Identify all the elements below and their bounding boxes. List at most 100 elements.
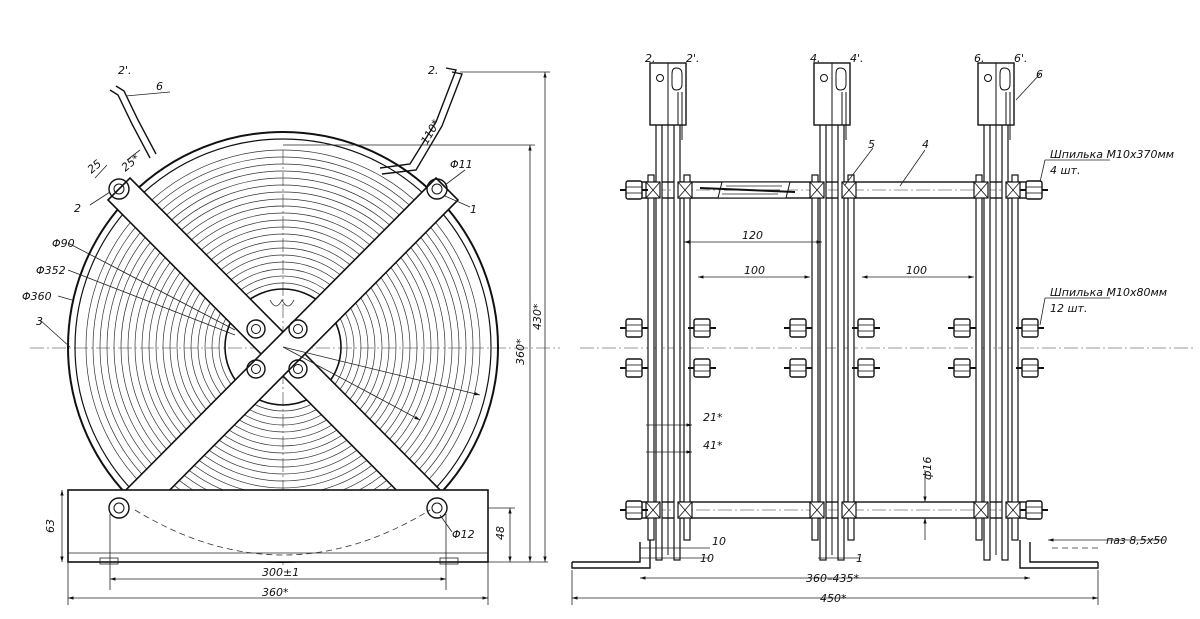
- label-dia-352: Φ352: [36, 264, 66, 277]
- hidden-coil-outline: [134, 509, 431, 556]
- label-lead-2: 2.: [428, 64, 439, 77]
- label-dim-430: 430*: [531, 303, 544, 330]
- terminal-lug-3: [977, 62, 1015, 140]
- bolt-bottom-left: [108, 497, 130, 519]
- bolt-bottom-right: [426, 497, 448, 519]
- label-lead-2prime: 2'.: [118, 64, 132, 77]
- label-dim-300: 300±1: [262, 566, 299, 579]
- stud-nuts: [620, 180, 1048, 520]
- coil-plate: [975, 174, 983, 541]
- coil-winding-ring: [190, 254, 376, 440]
- coil-inner-lead: [269, 299, 295, 307]
- label-dim-41: 41*: [703, 439, 723, 452]
- coil-winding-ring: [141, 205, 425, 489]
- bolt-top-right: [426, 178, 448, 200]
- label-dia-90: Φ90: [52, 237, 75, 250]
- long-stud-nut-left: [620, 500, 648, 520]
- side-view: 2. 2'. 4. 4'. 6. 6'. 6 5 4 Шпилька М10х3…: [571, 52, 1195, 605]
- label-dim-25a: 25: [85, 157, 104, 176]
- short-stud-nut: [852, 318, 880, 338]
- label-stud-long-qty: 4 шт.: [1050, 164, 1080, 177]
- label-dia-11: Φ11: [450, 158, 473, 171]
- front-view: 2'. 2. 6 25 25* 2 Φ90 Φ352 Φ360 3 110* Φ…: [22, 64, 560, 605]
- label-part-3: 3: [36, 315, 43, 328]
- terminal-hole: [656, 74, 664, 82]
- short-stud-nut: [948, 318, 976, 338]
- label-dim-360-horizontal: 360*: [262, 586, 289, 599]
- coil-winding-ring: [197, 261, 369, 433]
- base-plate: [67, 489, 489, 563]
- base-foot-left: [99, 557, 119, 565]
- terminal-clip: [671, 67, 683, 91]
- short-stud-nut: [784, 318, 812, 338]
- label-dim-120: 120: [742, 229, 763, 242]
- label-part-6-front: 6: [156, 80, 163, 93]
- label-part-2-front: 2: [74, 202, 81, 215]
- coil-stack-3: [973, 119, 1021, 561]
- label-dim-48: 48: [494, 526, 507, 540]
- short-stud-nut: [620, 318, 648, 338]
- coil-stacks: [645, 119, 1021, 561]
- bolt-top-left: [108, 178, 130, 200]
- coil-winding-ring: [218, 282, 348, 412]
- coil-core-hole: [224, 288, 342, 406]
- lead-2prime: [109, 89, 151, 159]
- label-dim-100-left: 100: [744, 264, 765, 277]
- label-slot: паз 8,5х50: [1106, 534, 1167, 547]
- short-stud-nut: [948, 358, 976, 378]
- short-stud-nut: [688, 318, 716, 338]
- coil-stack-2: [809, 119, 857, 561]
- lead-2: [379, 67, 457, 169]
- short-stud-nut: [688, 358, 716, 378]
- label-terminal-6: 6.: [974, 52, 985, 65]
- label-dim-100-right: 100: [906, 264, 927, 277]
- label-dia-16: ф16: [921, 457, 934, 480]
- coil-stack-1: [645, 119, 693, 561]
- terminal-hole: [984, 74, 992, 82]
- terminal-clip: [835, 67, 847, 91]
- label-terminal-6prime: 6'.: [1014, 52, 1028, 65]
- coil-winding-ring: [183, 247, 383, 447]
- short-stud-nut: [1016, 318, 1044, 338]
- label-dim-21: 21*: [703, 411, 723, 424]
- label-dim-10-b: 10: [700, 552, 714, 565]
- terminal-lug-2: [813, 62, 851, 140]
- label-dim-360-435: 360–435*: [806, 572, 859, 585]
- coil-plate: [1011, 174, 1019, 541]
- label-dim-1: 1: [856, 552, 863, 565]
- coil-winding-ring: [211, 275, 355, 419]
- bolt-center-4: [288, 359, 308, 379]
- coil-plate: [647, 174, 655, 541]
- coil-winding-ring: [148, 212, 418, 482]
- label-dia-12: Φ12: [452, 528, 475, 541]
- base-channel-left: [571, 540, 651, 569]
- label-dia-360: Φ360: [22, 290, 52, 303]
- label-part-4: 4: [922, 138, 929, 151]
- coil-winding-ring: [155, 219, 411, 475]
- short-stud-nut: [1016, 358, 1044, 378]
- terminal-hole: [820, 74, 828, 82]
- terminal-clip: [999, 67, 1011, 91]
- short-stud-nut: [784, 358, 812, 378]
- label-part-5: 5: [868, 138, 875, 151]
- base-foot-right: [439, 557, 459, 565]
- coil-winding-ring: [204, 268, 362, 426]
- short-stud-nut: [620, 358, 648, 378]
- long-stud-nut-right: [1020, 180, 1048, 200]
- short-stud-nut: [852, 358, 880, 378]
- terminal-lugs: [649, 62, 1015, 140]
- bolt-center-2: [288, 319, 308, 339]
- long-stud-nut-left: [620, 180, 648, 200]
- label-part-1: 1: [470, 203, 477, 216]
- label-dim-63: 63: [44, 519, 57, 533]
- long-stud-nut-right: [1020, 500, 1048, 520]
- coil-plate: [811, 174, 819, 541]
- label-dim-360-vertical: 360*: [514, 338, 527, 365]
- label-dim-25b: 25*: [119, 151, 143, 174]
- label-stud-short-qty: 12 шт.: [1050, 302, 1087, 315]
- coil-plate: [847, 174, 855, 541]
- bolt-center-1: [246, 319, 266, 339]
- coil-winding-ring: [169, 233, 397, 461]
- label-stud-short: Шпилька М10х80мм: [1050, 286, 1167, 299]
